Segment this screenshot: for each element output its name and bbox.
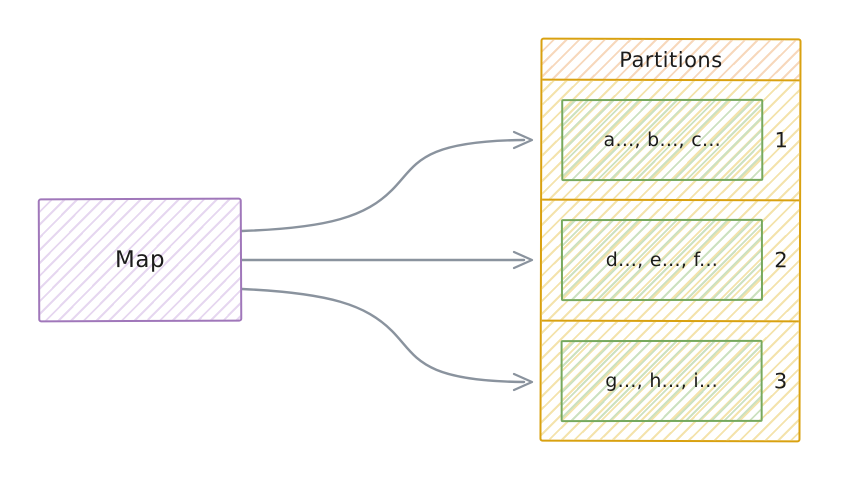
arrow-map-to-partition-3[interactable] <box>240 287 534 392</box>
partition-1-number: 1 <box>774 128 788 153</box>
partitions-container[interactable]: Partitions a..., b..., c... 1 d..., e...… <box>539 37 802 443</box>
partition-row-1[interactable]: a..., b..., c... 1 <box>542 80 800 200</box>
partition-2-keys-label: d..., e..., f... <box>605 249 719 272</box>
partition-3-keys-label: g..., h..., i... <box>605 369 718 392</box>
partition-2-keys-box[interactable]: d..., e..., f... <box>560 219 763 302</box>
partition-1-keys-label: a..., b..., c... <box>603 129 722 152</box>
map-node[interactable]: Map <box>37 197 243 323</box>
arrow-map-to-partition-2[interactable] <box>240 250 534 270</box>
partition-1-keys-box[interactable]: a..., b..., c... <box>561 99 764 182</box>
map-label: Map <box>114 246 166 274</box>
partition-row-3[interactable]: g..., h..., i... 3 <box>541 319 799 441</box>
partition-3-keys-box[interactable]: g..., h..., i... <box>560 339 763 422</box>
partition-2-number: 2 <box>774 248 788 273</box>
partitions-title: Partitions <box>619 47 723 72</box>
arrow-map-to-partition-1[interactable] <box>240 130 534 233</box>
partition-3-number: 3 <box>773 369 788 394</box>
partitions-header: Partitions <box>542 39 800 82</box>
partition-row-2[interactable]: d..., e..., f... 2 <box>541 198 800 320</box>
